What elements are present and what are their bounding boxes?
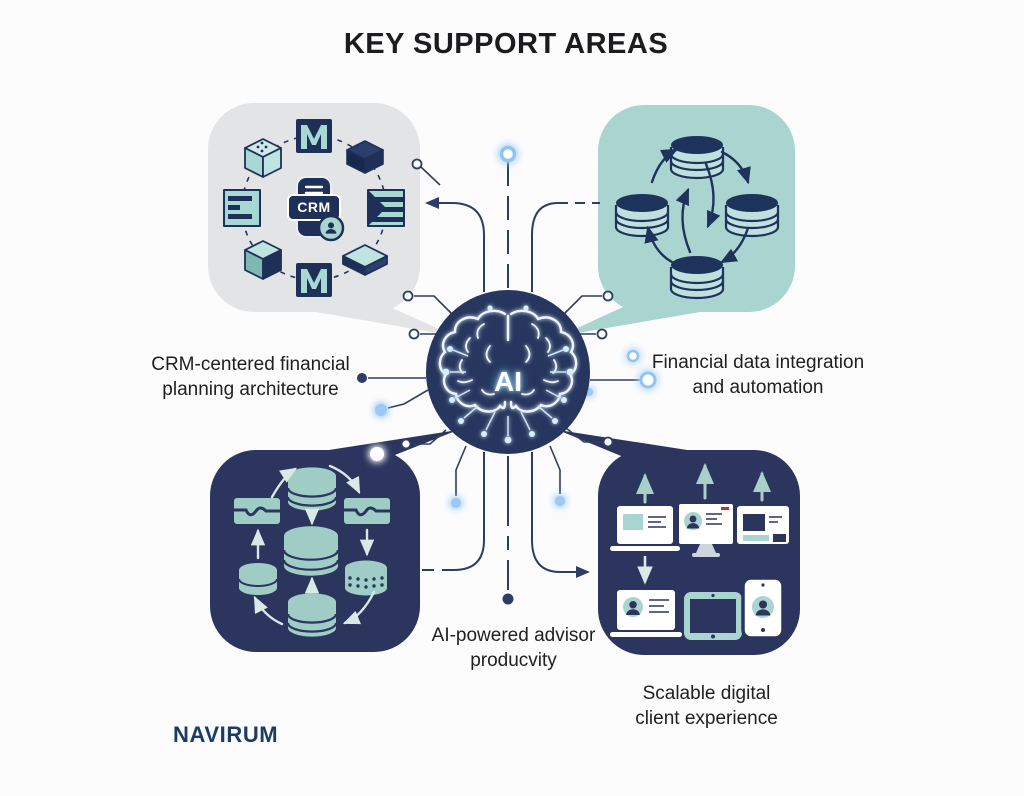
glow-node bbox=[626, 349, 640, 363]
label-line: Scalable digital bbox=[642, 683, 771, 704]
cube-icon bbox=[244, 138, 282, 178]
crm-badge-label: CRM bbox=[297, 199, 331, 215]
label-line: AI-powered advisor bbox=[431, 625, 596, 646]
cylinder-icons bbox=[238, 467, 387, 637]
data-pipeline-icon bbox=[234, 464, 390, 637]
label-data-integration: Financial data integration and automatio… bbox=[633, 350, 883, 400]
dotted-database-icon bbox=[348, 576, 384, 589]
glow-orb bbox=[370, 447, 384, 461]
brand-logo: NAVIRUM bbox=[173, 722, 279, 747]
sync-arrows bbox=[644, 148, 751, 264]
emblem-icon bbox=[296, 263, 332, 297]
scale-up-arrows bbox=[636, 463, 771, 504]
laptop-avatar-icon bbox=[610, 590, 682, 637]
flat-box-icon bbox=[342, 244, 388, 276]
label-line: CRM-centered financial bbox=[151, 354, 350, 375]
database-sync-icon bbox=[614, 134, 780, 300]
connector-to-data bbox=[531, 202, 559, 292]
ai-circle bbox=[426, 290, 590, 454]
box-icon bbox=[346, 140, 384, 174]
phone-icon bbox=[741, 576, 785, 640]
glow-node bbox=[451, 498, 461, 508]
connector-to-productivity bbox=[453, 452, 485, 571]
label-line: client experience bbox=[635, 708, 778, 729]
database-icon bbox=[724, 192, 780, 238]
glow-node bbox=[499, 145, 517, 163]
label-line: and automation bbox=[692, 377, 824, 398]
ai-center-label: AI bbox=[494, 366, 522, 397]
glow-nodes bbox=[370, 145, 657, 508]
crm-badge bbox=[287, 176, 345, 242]
label-client-experience: Scalable digital client experience bbox=[599, 681, 814, 731]
endpoint-dot bbox=[502, 593, 514, 605]
process-block-icon bbox=[234, 498, 390, 524]
tablet-icon bbox=[684, 592, 742, 640]
glow-node bbox=[639, 371, 657, 389]
label-crm-architecture: CRM-centered financial planning architec… bbox=[128, 352, 373, 402]
monitor-icon bbox=[679, 504, 733, 557]
glow-node bbox=[375, 404, 387, 416]
label-advisor-productivity: AI-powered advisor producvity bbox=[406, 623, 621, 673]
database-icon bbox=[669, 134, 725, 180]
page-title: KEY SUPPORT AREAS bbox=[343, 28, 669, 60]
database-icon bbox=[669, 254, 725, 300]
crm-hub-icon bbox=[223, 119, 405, 297]
glow-node bbox=[555, 496, 565, 506]
inner-circuit-traces bbox=[442, 305, 574, 444]
circuit-traces bbox=[387, 158, 614, 496]
multi-device-icon bbox=[610, 463, 789, 640]
endpoint-dot bbox=[357, 373, 367, 383]
pipeline-arrows bbox=[250, 464, 376, 626]
data-bubble bbox=[560, 105, 795, 336]
emblem-icon bbox=[296, 119, 332, 153]
connectors bbox=[357, 162, 640, 605]
panel-icon bbox=[223, 189, 261, 227]
cube-icon bbox=[244, 240, 282, 280]
striped-box-icon bbox=[367, 189, 405, 227]
label-line: planning architecture bbox=[162, 379, 339, 400]
connector-to-experience bbox=[531, 452, 590, 578]
label-line: Financial data integration bbox=[651, 352, 865, 373]
connector-to-crm bbox=[425, 197, 485, 292]
browser-window-icon bbox=[737, 506, 789, 544]
label-line: producvity bbox=[470, 650, 557, 671]
database-icon bbox=[614, 192, 670, 238]
laptop-icon bbox=[610, 506, 680, 551]
